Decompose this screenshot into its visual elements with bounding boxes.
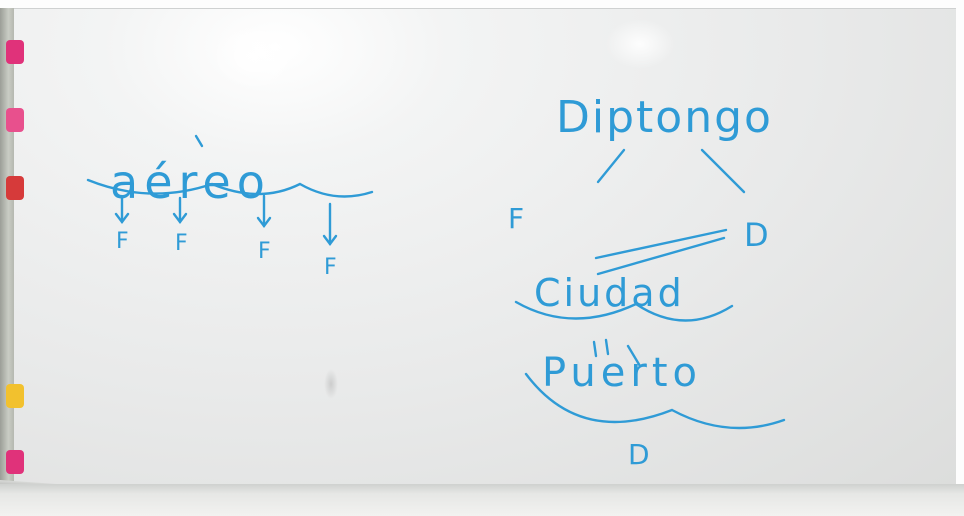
- arrow-e2-head: [256, 216, 272, 228]
- syllable-arcs: [86, 178, 374, 198]
- branch-right-line: [700, 148, 746, 194]
- flower-decoration: [6, 40, 24, 64]
- branch-left-line: [596, 148, 626, 184]
- link-line-2: [596, 236, 726, 276]
- flower-decoration: [6, 450, 24, 474]
- accent-mark: [194, 134, 204, 148]
- arrow-e-head: [172, 212, 188, 224]
- link-line-1: [594, 228, 728, 260]
- light-glare: [210, 21, 300, 91]
- flower-decoration: [6, 384, 24, 408]
- arrow-o-head: [322, 234, 338, 246]
- diptongo-title: Diptongo: [556, 92, 773, 143]
- whiteboard: [10, 8, 956, 487]
- branch-d-label: D: [744, 216, 769, 254]
- puerto-arcs: [524, 372, 786, 430]
- word-puerto: Puerto: [542, 350, 702, 396]
- ciudad-arcs: [514, 300, 734, 322]
- word-ciudad: Ciudad: [534, 271, 685, 315]
- marker-tray: [0, 484, 964, 516]
- tick-mark: [604, 338, 610, 356]
- puerto-d-mark: D: [628, 438, 650, 471]
- flower-decoration: [6, 108, 24, 132]
- word-aereo: aéreo: [110, 155, 271, 209]
- tick-mark: [626, 344, 642, 368]
- mark-f-1: F: [116, 229, 129, 254]
- flower-decoration: [6, 176, 24, 200]
- board-smudge: [324, 369, 338, 399]
- mark-f-2: F: [175, 231, 188, 256]
- mark-f-4: F: [324, 255, 337, 280]
- branch-f-label: F: [508, 202, 524, 235]
- arrow-a-head: [114, 212, 130, 224]
- tick-mark: [592, 340, 598, 358]
- light-glare: [605, 19, 675, 69]
- mark-f-3: F: [258, 239, 271, 264]
